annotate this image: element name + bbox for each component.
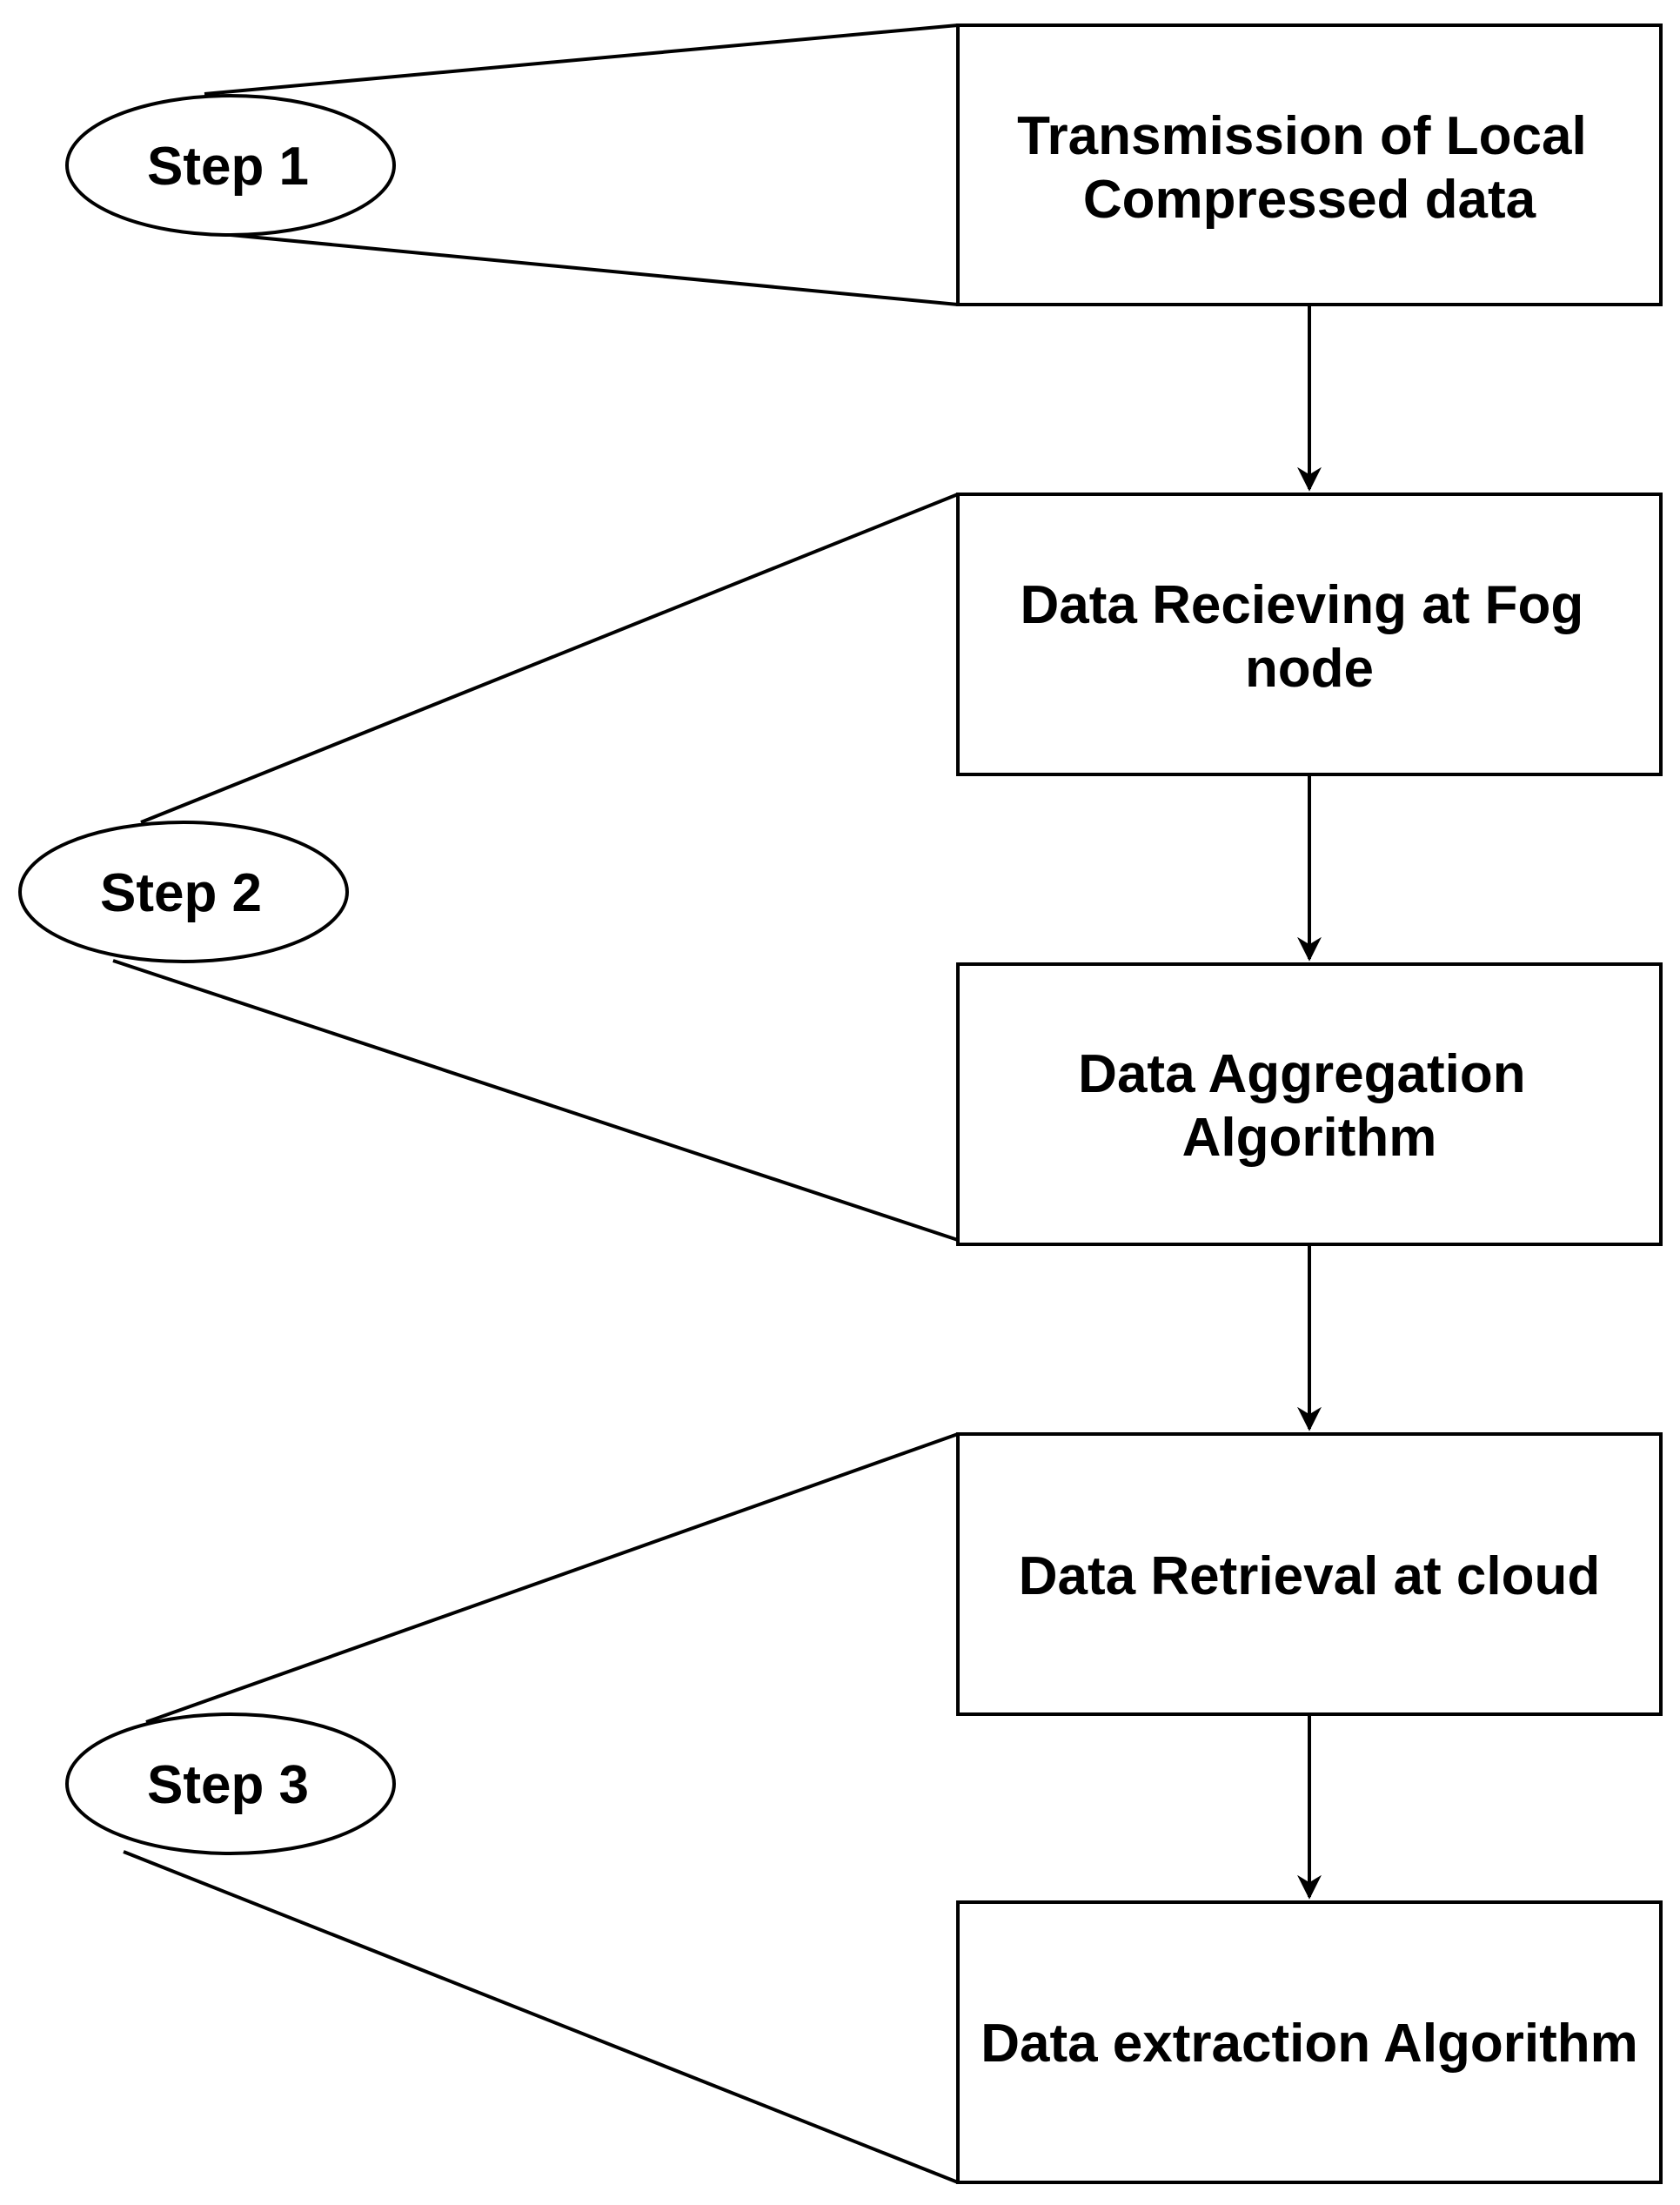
svg-text:Data Recieving at Fog n: Data Recieving at Fog node: [1021, 575, 1599, 699]
box-data-retrieval: Data Retrieval at cloud: [956, 1432, 1663, 1716]
box-data-receiving: Data Recieving at Fog node: [956, 493, 1663, 776]
box-data-extraction-line-1: Data extraction Algorithm: [981, 2014, 1638, 2074]
box-transmission-line-2: Compressed data: [1083, 170, 1536, 230]
step-3-ellipse: Step 3: [65, 1712, 396, 1855]
step-3-callout-bottom: [123, 1850, 959, 2184]
svg-text:Data extraction Algorithm: Data extraction Algorithm: [981, 2014, 1638, 2074]
svg-text:Data Aggregation Algorit: Data Aggregation Algorithm: [1078, 1044, 1541, 1168]
step-2-callout-top: [140, 493, 959, 824]
step-2-ellipse: Step 2: [18, 821, 349, 963]
box-data-aggregation: Data Aggregation Algorithm: [956, 962, 1663, 1246]
svg-text:Data Retrieval at cloud: Data Retrieval at cloud: [1019, 1546, 1600, 1606]
step-1-ellipse: Step 1: [65, 94, 396, 237]
box-transmission-line-1: Transmission of Local: [1017, 106, 1587, 166]
box-transmission: Transmission of Local Compressed data: [956, 23, 1663, 306]
box-data-aggregation-line-2: Algorithm: [1182, 1108, 1437, 1168]
box-data-retrieval-line-1: Data Retrieval at cloud: [1019, 1546, 1600, 1606]
step-1-label: Step 1: [147, 137, 309, 197]
step-2-callout-bottom: [112, 959, 959, 1242]
box-data-aggregation-line-1: Data Aggregation: [1078, 1044, 1525, 1104]
box-data-receiving-line-1: Data Recieving at Fog: [1021, 575, 1584, 635]
box-data-receiving-line-2: node: [1245, 639, 1374, 699]
step-3-callout-top: [145, 1432, 959, 1724]
step-1-callout-bottom: [230, 233, 959, 306]
step-2-label: Step 2: [100, 863, 262, 923]
step-3-label: Step 3: [147, 1755, 309, 1815]
svg-text:Transmission of Local Co: Transmission of Local Compressed data: [1017, 106, 1602, 230]
box-data-extraction: Data extraction Algorithm: [956, 1900, 1663, 2184]
step-1-callout-top: [204, 23, 959, 96]
